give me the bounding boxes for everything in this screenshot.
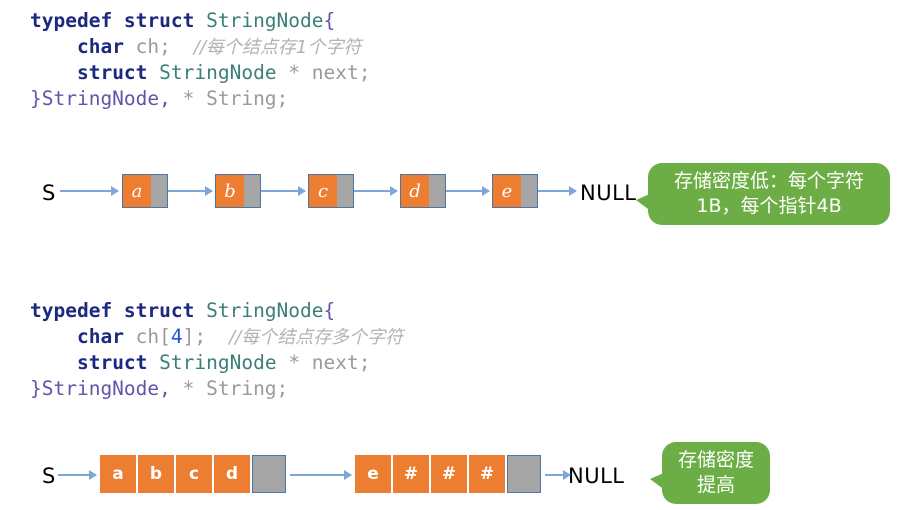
node-pointer-cell — [252, 455, 286, 493]
code-token: struct — [76, 61, 148, 84]
node-char-cell: c — [176, 455, 214, 493]
code-token: StringNode — [206, 299, 324, 322]
null-label-1: NULL — [580, 181, 637, 205]
node-char-cell: # — [393, 455, 431, 493]
pointer-arrow — [446, 186, 490, 196]
node-pointer-cell — [429, 175, 445, 207]
node-pointer-cell — [507, 455, 541, 493]
node-char-cell: d — [214, 455, 252, 493]
code-token: char — [76, 35, 124, 58]
node-pointer-cell — [521, 175, 537, 207]
code-token: { — [323, 9, 336, 32]
code-token — [30, 351, 77, 374]
node-data-cell: e — [493, 175, 521, 207]
code-token: }StringNode, — [30, 377, 171, 400]
list-node: b — [215, 174, 261, 208]
code-token: 4 — [170, 325, 183, 348]
pointer-arrow — [58, 470, 97, 480]
pointer-arrow — [60, 186, 119, 196]
code-token: //每个结点存多个字符 — [206, 327, 404, 348]
pointer-arrow — [261, 186, 306, 196]
node-pointer-cell — [337, 175, 353, 207]
pointer-arrow — [290, 470, 352, 480]
node-char-cell: # — [431, 455, 469, 493]
code-token: { — [323, 299, 336, 322]
code-token: StringNode — [159, 61, 277, 84]
code-token — [147, 351, 159, 374]
list-node: d — [400, 174, 446, 208]
node-data-cell: b — [216, 175, 244, 207]
code-token: * next; — [276, 61, 371, 84]
callout-text-1: 存储密度低：每个字符1B，每个指针4B — [673, 169, 864, 217]
code-line: typedef struct StringNode{ — [30, 298, 403, 324]
code-line: struct StringNode * next; — [30, 350, 403, 376]
callout-tail-icon — [636, 193, 652, 212]
code-token: StringNode — [206, 9, 324, 32]
node-data-cell: c — [309, 175, 337, 207]
code-token: typedef struct — [30, 9, 207, 32]
node-char-cell: # — [469, 455, 507, 493]
pointer-arrow — [354, 186, 398, 196]
callout-text-2: 存储密度提高 — [677, 448, 754, 496]
code-token: ch; — [123, 35, 171, 58]
null-label-2: NULL — [568, 464, 625, 488]
code-token: * String; — [170, 87, 289, 110]
pointer-arrow — [545, 470, 571, 480]
callout-storage-density-low: 存储密度低：每个字符1B，每个指针4B — [636, 163, 890, 225]
code-line: struct StringNode * next; — [30, 60, 371, 86]
pointer-arrow — [538, 186, 577, 196]
node-pointer-cell — [244, 175, 260, 207]
code-line: char ch[4]; //每个结点存多个字符 — [30, 324, 403, 350]
head-pointer-label-1: S — [42, 181, 56, 205]
code-token: ch[ — [123, 325, 171, 348]
list-node: e### — [355, 455, 541, 493]
code-token — [30, 61, 77, 84]
callout-storage-density-improved: 存储密度提高 — [650, 442, 770, 504]
node-pointer-cell — [151, 175, 167, 207]
node-data-cell: d — [401, 175, 429, 207]
code-token: struct — [76, 351, 148, 374]
code-line: }StringNode, * String; — [30, 86, 371, 112]
node-char-cell: b — [138, 455, 176, 493]
head-pointer-label-2: S — [42, 464, 56, 488]
list-node: a — [122, 174, 168, 208]
linked-list-diagram-single-char: S NULL a b c d e — [0, 165, 899, 235]
callout-tail-icon — [650, 472, 666, 491]
node-char-cell: e — [355, 455, 393, 493]
code-line: typedef struct StringNode{ — [30, 8, 371, 34]
pointer-arrow — [168, 186, 213, 196]
code-token: StringNode — [159, 351, 277, 374]
code-line: }StringNode, * String; — [30, 376, 403, 402]
code-token: * next; — [276, 351, 371, 374]
code-token: * String; — [170, 377, 289, 400]
list-node: e — [492, 174, 538, 208]
code-token — [30, 35, 77, 58]
code-token: char — [76, 325, 124, 348]
code-token: //每个结点存1个字符 — [170, 37, 362, 58]
code-token — [30, 325, 77, 348]
code-token — [147, 61, 159, 84]
code-token: ]; — [182, 325, 207, 348]
code-token: }StringNode, — [30, 87, 171, 110]
code-block-linked-string-single-char: typedef struct StringNode{ char ch; //每个… — [30, 8, 371, 112]
code-line: char ch; //每个结点存1个字符 — [30, 34, 371, 60]
code-block-linked-string-multi-char: typedef struct StringNode{ char ch[4]; /… — [30, 298, 403, 402]
list-node: c — [308, 174, 354, 208]
node-data-cell: a — [123, 175, 151, 207]
node-char-cell: a — [100, 455, 138, 493]
code-token: typedef struct — [30, 299, 207, 322]
